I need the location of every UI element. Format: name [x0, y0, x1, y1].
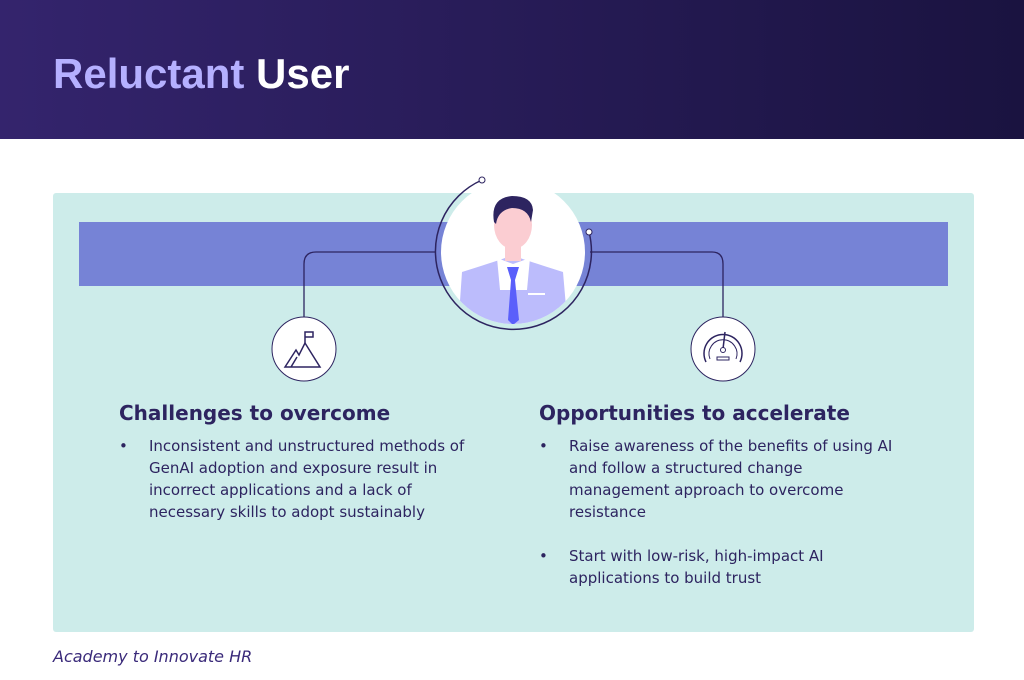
page-title: Reluctant User — [53, 50, 350, 97]
opportunities-list: Raise awareness of the benefits of using… — [539, 435, 899, 611]
speedometer-icon — [690, 316, 756, 382]
list-item: Raise awareness of the benefits of using… — [539, 435, 899, 523]
avatar — [434, 176, 593, 331]
challenges-list: Inconsistent and unstructured methods of… — [119, 435, 489, 545]
challenges-heading: Challenges to overcome — [119, 401, 391, 425]
list-item: Start with low-risk, high-impact AI appl… — [539, 545, 899, 589]
list-item: Inconsistent and unstructured methods of… — [119, 435, 489, 523]
footer-brand: Academy to Innovate HR — [53, 647, 253, 666]
header-banner: Reluctant User — [0, 0, 1024, 139]
right-connector — [590, 251, 724, 318]
mountain-flag-icon — [271, 316, 337, 382]
left-connector — [303, 251, 436, 318]
opportunities-heading: Opportunities to accelerate — [539, 401, 850, 425]
